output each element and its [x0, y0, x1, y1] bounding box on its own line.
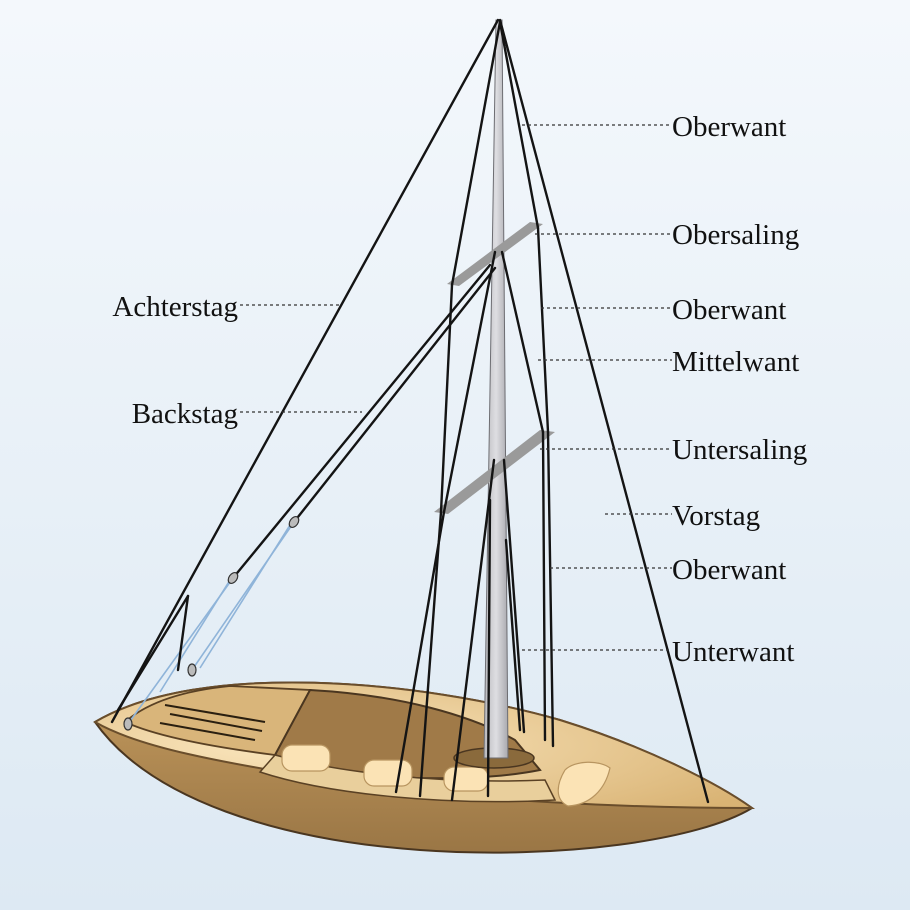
label-backstag: Backstag	[132, 398, 238, 430]
label-mittelwant: Mittelwant	[672, 346, 799, 378]
mittelwant-port-lower	[394, 510, 446, 794]
porthole	[281, 744, 331, 772]
lower-spreader	[434, 430, 555, 514]
label-oberwant-1: Oberwant	[672, 111, 786, 143]
oberwant-port-upper	[450, 20, 502, 287]
backstag-line-2	[292, 266, 497, 524]
oberwant-port-lower	[418, 510, 443, 798]
oberwant-lower-line	[546, 430, 555, 748]
label-oberwant-2: Oberwant	[672, 294, 786, 326]
unterwant-inner	[486, 498, 492, 798]
unterwant-line	[502, 458, 526, 734]
oberwant-middle-line	[536, 226, 550, 434]
labels: Oberwant Obersaling Achterstag Oberwant …	[112, 111, 807, 668]
oberwant-upper-line	[498, 20, 540, 230]
label-achterstag: Achterstag	[112, 291, 238, 323]
mittelwant-line	[500, 250, 545, 434]
label-untersaling: Untersaling	[672, 434, 807, 466]
mittelwant-lower	[541, 430, 547, 742]
porthole	[443, 766, 489, 792]
label-vorstag: Vorstag	[672, 500, 760, 532]
label-obersaling: Obersaling	[672, 219, 799, 251]
rigging	[110, 18, 710, 804]
backstag-line-1	[231, 263, 492, 580]
label-oberwant-3: Oberwant	[672, 554, 786, 586]
achterstag-line	[110, 18, 500, 724]
porthole	[363, 759, 413, 787]
label-unterwant: Unterwant	[672, 636, 794, 668]
unterwant-inner-2	[504, 538, 522, 732]
mittelwant-port	[442, 250, 497, 514]
vorstag-line	[498, 18, 710, 804]
unterwant-port	[450, 458, 496, 802]
forward-hatch	[557, 761, 611, 807]
leader-lines	[240, 124, 672, 651]
